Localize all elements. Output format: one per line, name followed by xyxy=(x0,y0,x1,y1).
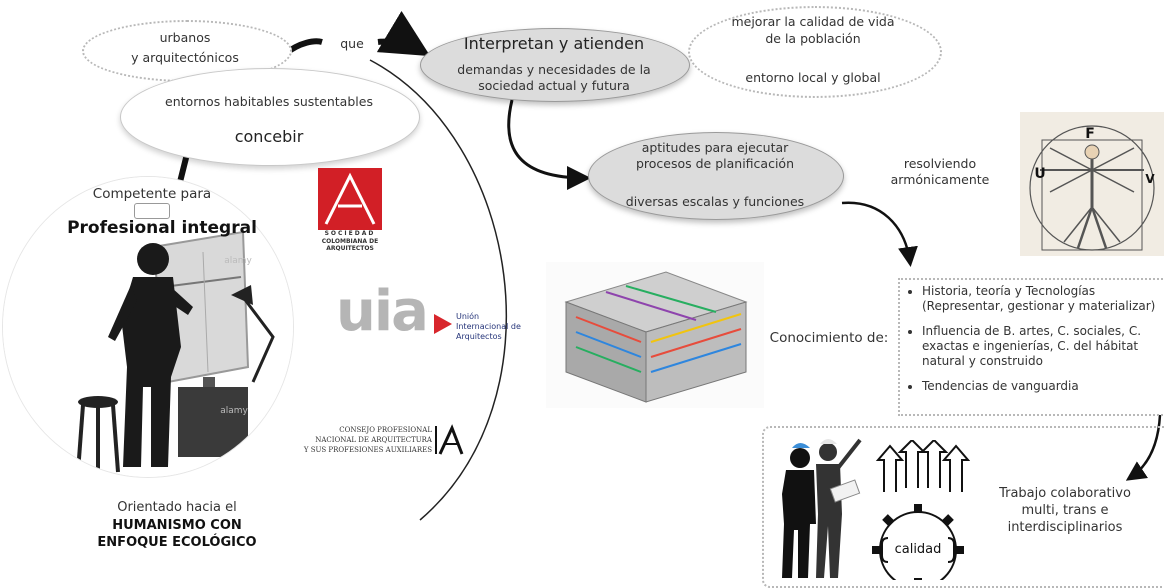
urbanos-text-1: urbanos xyxy=(159,30,211,45)
interpretan-line1: demandas y necesidades de la xyxy=(457,62,651,77)
sca-logo xyxy=(318,168,382,230)
cpnaa-line2: NACIONAL DE ARQUITECTURA xyxy=(315,436,432,444)
entornos-ellipse xyxy=(120,68,420,166)
bim-building-image xyxy=(546,262,764,408)
competente-label: Competente para xyxy=(92,186,212,202)
trabajo-line1: Trabajo colaborativo xyxy=(999,486,1131,501)
resolviendo-line1: resolviendo xyxy=(903,156,977,171)
interpretan-title: Interpretan y atienden xyxy=(463,34,645,53)
urbanos-text-2: y arquitectónicos xyxy=(131,50,239,65)
vitruvian-u: U xyxy=(1034,166,1046,182)
conocimiento-label: Conocimiento de: xyxy=(769,330,889,346)
aptitudes-line1: aptitudes para ejecutar xyxy=(641,140,789,155)
profesional-title: Profesional integral xyxy=(67,218,257,238)
watermark-2: alamy xyxy=(220,406,248,416)
list-item: Tendencias de vanguardia xyxy=(922,379,1164,394)
mejorar-line3: entorno local y global xyxy=(745,70,881,85)
arrow-que-interpretan xyxy=(376,10,431,57)
aptitudes-line2: procesos de planificación xyxy=(635,156,795,171)
orientado-label: Orientado hacia el xyxy=(117,500,237,515)
mejorar-line2: de la población xyxy=(765,31,861,46)
hand-pointer-icon xyxy=(134,203,170,219)
interpretan-line2: sociedad actual y futura xyxy=(478,78,630,93)
aptitudes-line3: diversas escalas y funciones xyxy=(625,194,805,209)
mejorar-line1: mejorar la calidad de vida xyxy=(731,14,895,29)
conocimiento-list-box: Historia, teoría y Tecnologías (Represen… xyxy=(898,278,1164,416)
uia-line1: Unión xyxy=(456,312,480,321)
sca-line3: ARQUITECTOS xyxy=(326,245,374,252)
conocimiento-list: Historia, teoría y Tecnologías (Represen… xyxy=(900,284,1164,394)
concebir-text: concebir xyxy=(234,127,304,146)
big-arc xyxy=(369,59,507,521)
watermark-1: alamy xyxy=(224,256,252,266)
architect-drafting-image xyxy=(3,177,293,477)
que-label: que xyxy=(340,36,364,51)
vitruvian-man-image xyxy=(1020,112,1164,256)
trabajo-line2: multi, trans e xyxy=(1021,503,1109,518)
interpretan-ellipse xyxy=(420,28,690,102)
sca-line2: COLOMBIANA DE xyxy=(321,238,379,245)
humanismo-line2: ENFOQUE ECOLÓGICO xyxy=(97,535,257,550)
uia-chevron-icon xyxy=(434,314,452,334)
entornos-text: entornos habitables sustentables xyxy=(165,94,373,109)
cpnaa-a-icon xyxy=(435,424,464,455)
resolviendo-line2: armónicamente xyxy=(890,172,990,187)
vitruvian-v: V xyxy=(1145,172,1155,186)
uia-mark: uia xyxy=(336,279,429,344)
quality-gear-icon xyxy=(872,440,970,580)
mejorar-ellipse xyxy=(688,6,942,98)
architects-silhouette-image xyxy=(782,438,862,578)
arrow-aptitudes-conocimiento xyxy=(841,201,918,267)
arrow-interpretan-aptitudes xyxy=(507,99,591,190)
uia-line3: Arquitectos xyxy=(456,332,502,341)
aptitudes-ellipse xyxy=(588,132,844,220)
cpnaa-line3: Y SUS PROFESIONES AUXILIARES xyxy=(303,446,432,454)
humanismo-line1: HUMANISMO CON xyxy=(112,518,242,533)
trabajo-line3: interdisciplinarios xyxy=(1007,520,1123,535)
arrow-right-trabajo xyxy=(1125,414,1162,481)
quality-label: calidad xyxy=(894,542,942,557)
cpnaa-line1: CONSEJO PROFESIONAL xyxy=(339,426,432,434)
vitruvian-f: F xyxy=(1085,126,1095,142)
list-item: Historia, teoría y Tecnologías (Represen… xyxy=(922,284,1164,314)
uia-line2: Internacional de xyxy=(456,322,521,331)
list-item: Influencia de B. artes, C. sociales, C. … xyxy=(922,324,1164,369)
sca-a-icon xyxy=(324,172,376,225)
sca-line1: SOCIEDAD xyxy=(324,230,376,237)
profile-circle xyxy=(2,176,294,478)
